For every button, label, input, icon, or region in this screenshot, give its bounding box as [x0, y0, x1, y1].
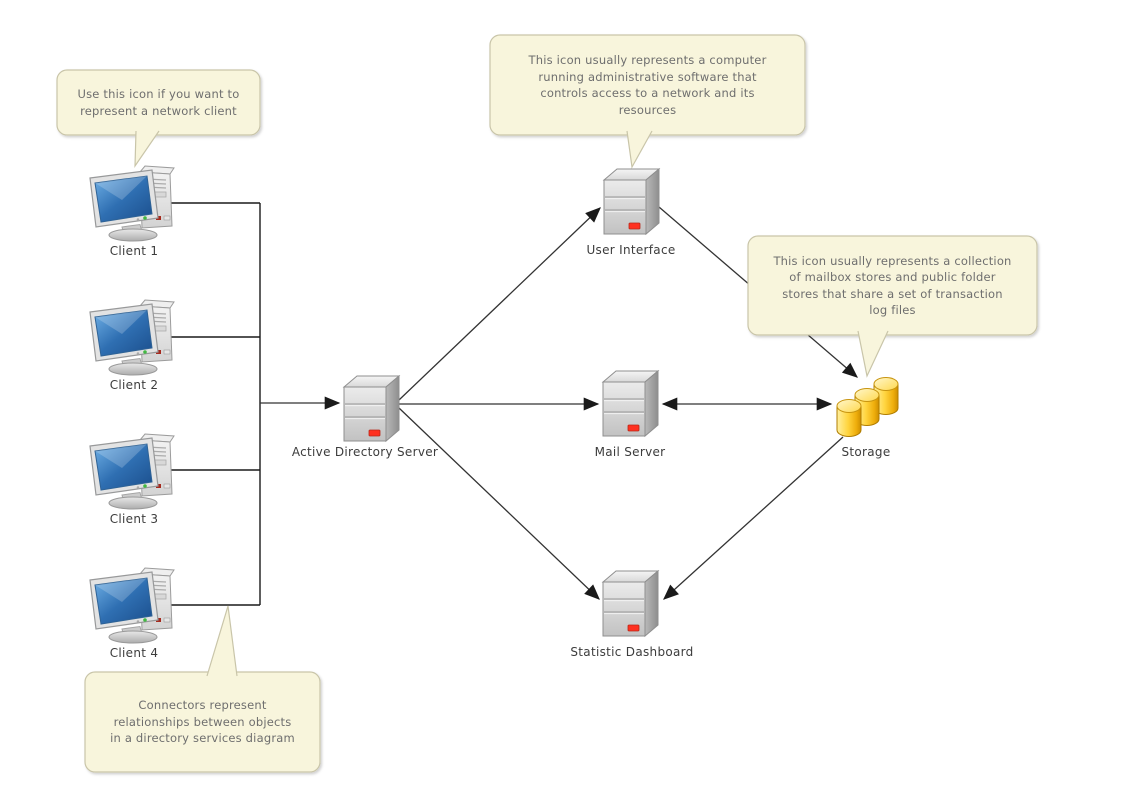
callout-connectors-text: Connectors represent relationships betwe…	[85, 672, 320, 772]
arrow-ad-to-dashboard[interactable]	[398, 407, 600, 600]
client1-icon[interactable]	[89, 165, 175, 242]
storage-cylinders-icon[interactable]	[836, 377, 899, 437]
callout-storage-line2: of mailbox stores and public folder	[789, 270, 996, 284]
storage-label: Storage	[841, 445, 891, 459]
callout-connectors-line3: in a directory services diagram	[110, 731, 295, 746]
callout-storage-text: This icon usually represents a collectio…	[748, 236, 1037, 335]
callout-admin-text: This icon usually represents a computer …	[490, 35, 805, 135]
callout-client-line1: Use this icon if you want to	[77, 87, 240, 101]
callout-admin-line3: controls access to a network and its	[540, 86, 755, 100]
client3-icon[interactable]	[89, 433, 175, 510]
callout-admin-line2: running administrative software that	[538, 69, 757, 84]
client3-label: Client 3	[109, 512, 159, 526]
callout-admin-line4: resources	[618, 102, 677, 117]
callout-connectors-line1: Connectors represent	[138, 698, 267, 713]
arrow-storage-to-dashboard[interactable]	[663, 436, 844, 600]
user-interface-label: User Interface	[586, 243, 676, 257]
connector-arrows[interactable]	[260, 206, 858, 600]
arrow-ad-to-user-interface[interactable]	[398, 207, 601, 401]
connector-client-trunk[interactable]	[171, 202, 261, 606]
client2-icon[interactable]	[89, 299, 175, 376]
callout-admin-line1: This icon usually represents a computer	[528, 53, 767, 67]
user-interface-server-icon[interactable]	[603, 168, 660, 235]
callout-client-shape[interactable]	[56, 69, 261, 169]
client4-icon[interactable]	[89, 567, 175, 644]
callout-connectors-line2: relationships between objects	[113, 714, 292, 729]
callout-connectors-shape[interactable]	[84, 605, 321, 773]
active-directory-label: Active Directory Server	[291, 445, 439, 459]
client4-label: Client 4	[109, 646, 159, 660]
callout-storage-line1: This icon usually represents a collectio…	[773, 253, 1012, 268]
callout-client-text: Use this icon if you want to represent a…	[57, 70, 260, 135]
active-directory-server-icon[interactable]	[343, 375, 400, 442]
callout-client-line2: represent a network client	[80, 103, 237, 118]
statistic-dashboard-server-icon[interactable]	[602, 570, 659, 637]
mail-server-icon[interactable]	[602, 370, 659, 437]
callout-storage-line3: stores that share a set of transaction	[782, 286, 1003, 301]
callout-storage-shape[interactable]	[747, 235, 1038, 378]
callout-storage-line4: log files	[869, 303, 916, 317]
callout-admin-shape[interactable]	[489, 34, 806, 169]
statistic-dashboard-label: Statistic Dashboard	[570, 645, 694, 659]
mail-server-label: Mail Server	[594, 445, 666, 459]
client2-label: Client 2	[109, 378, 159, 392]
client1-label: Client 1	[109, 244, 159, 258]
